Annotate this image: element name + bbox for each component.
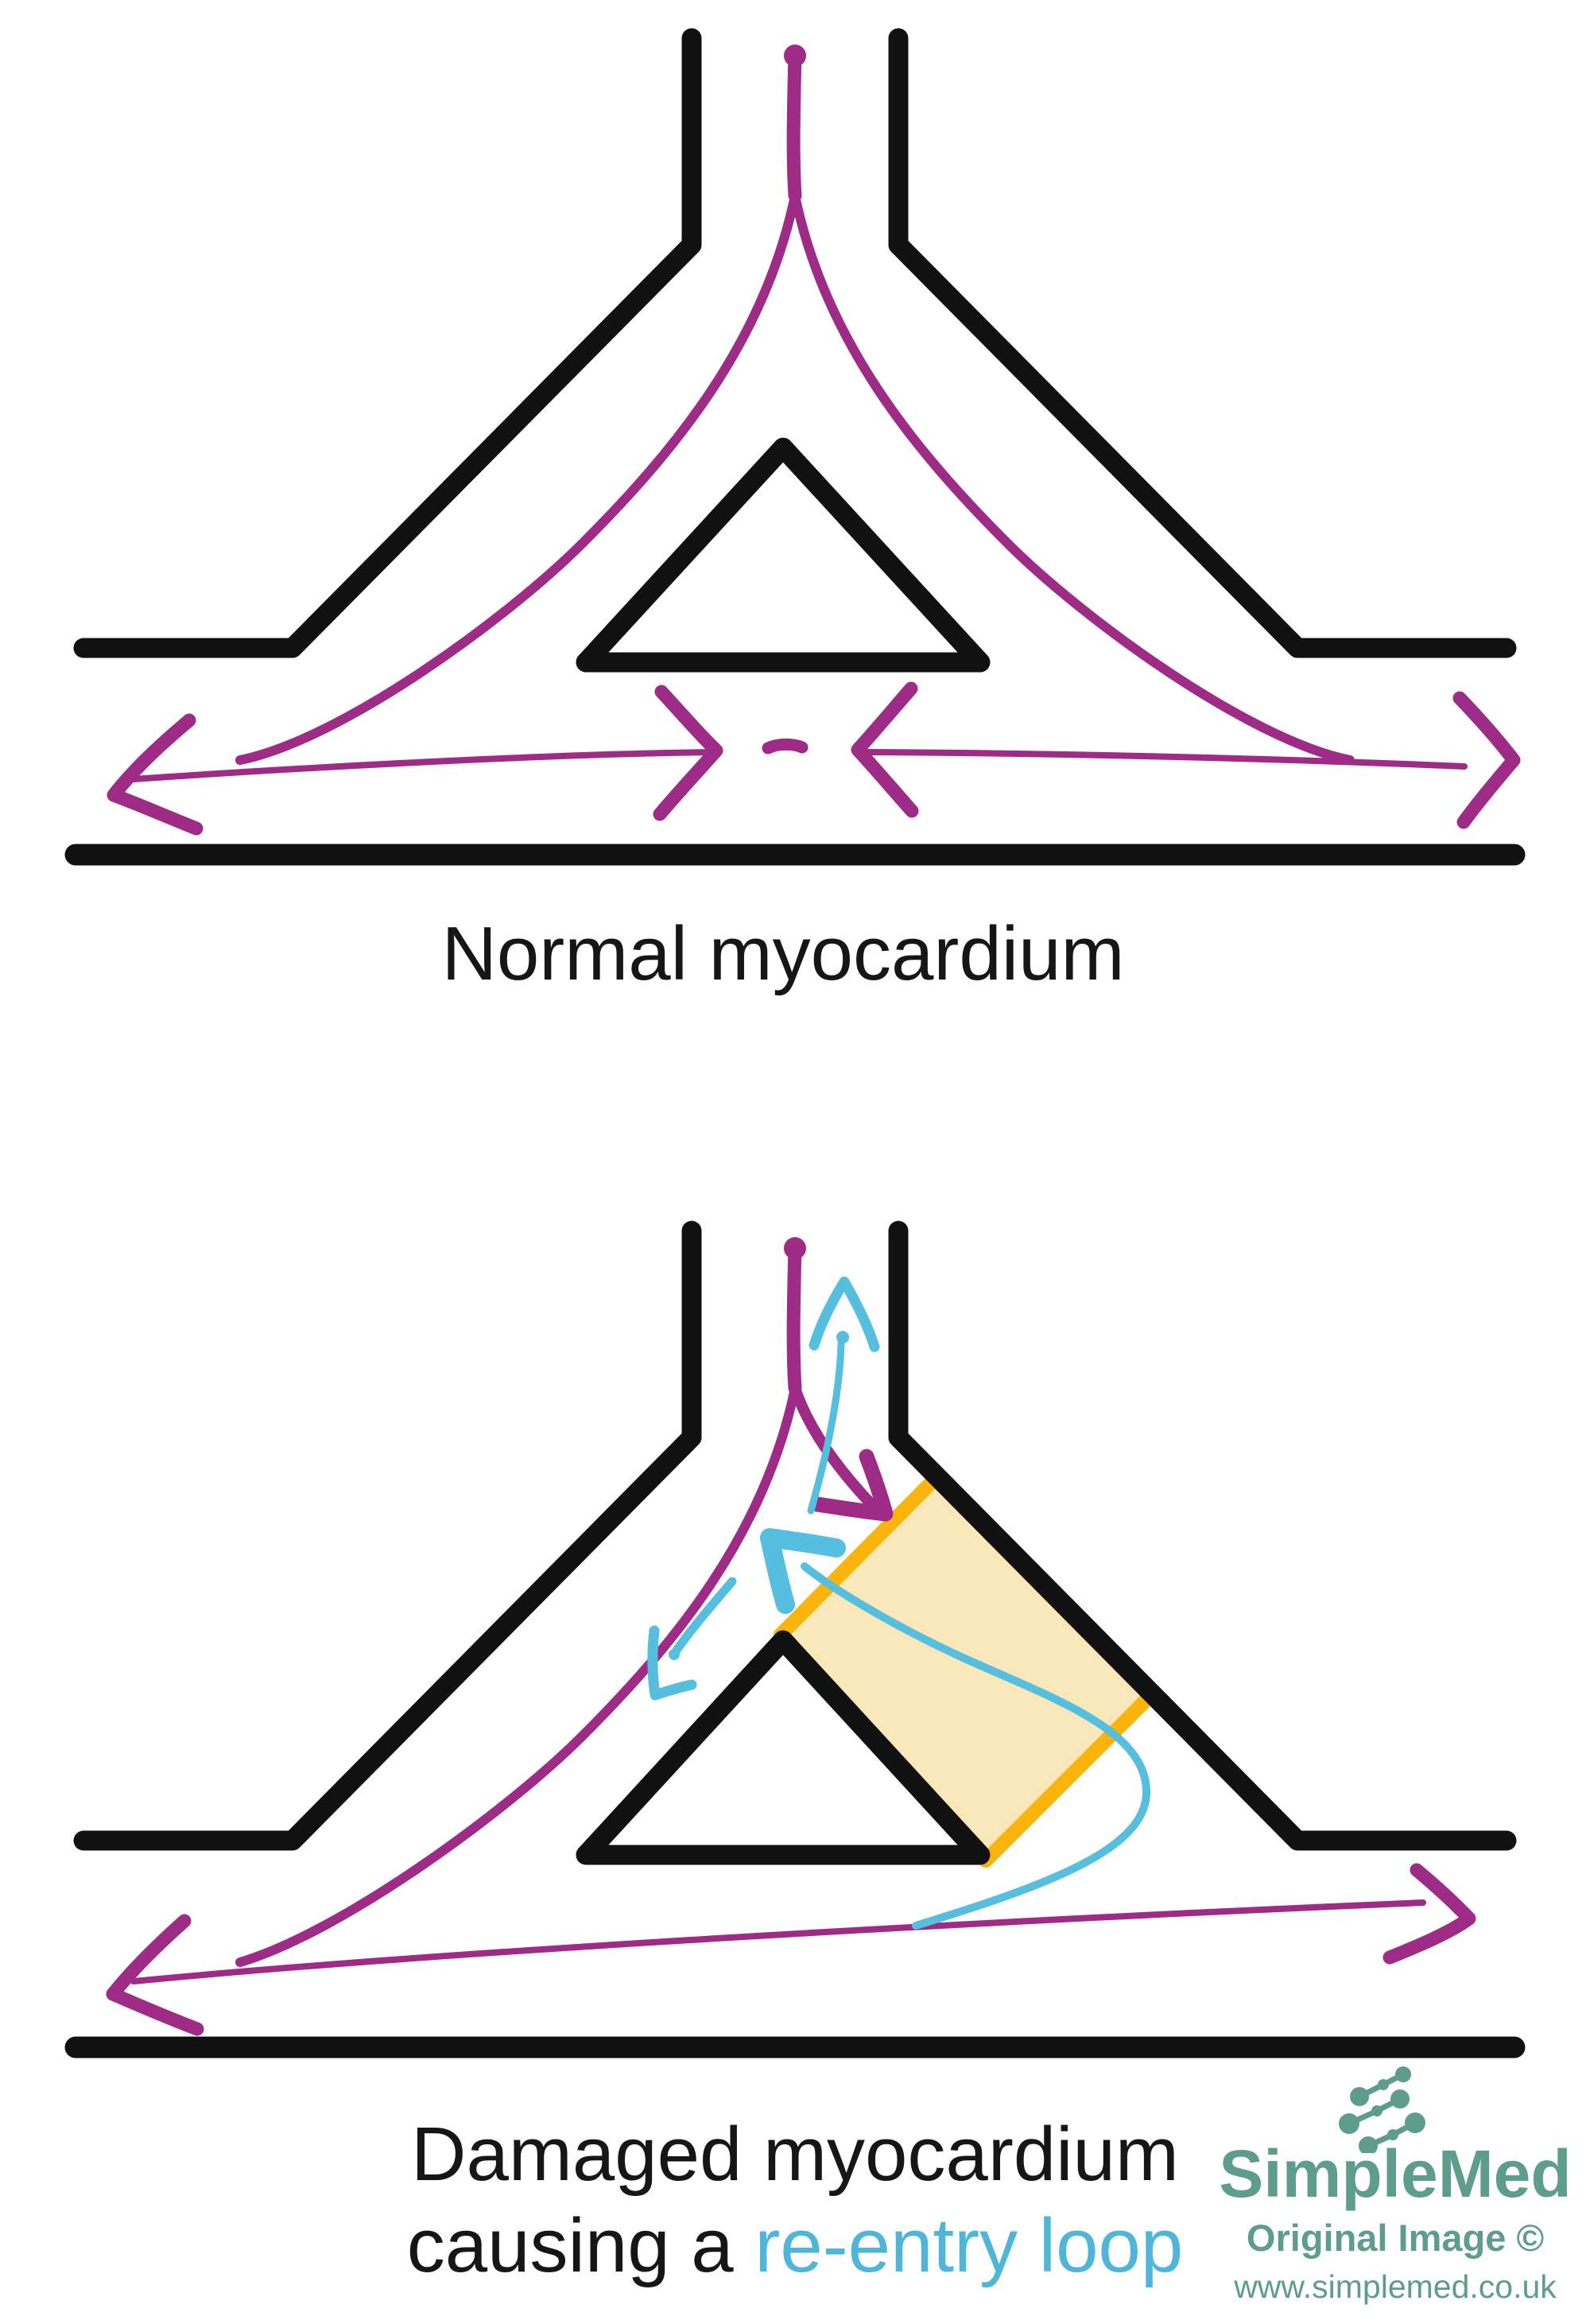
- left-direction-arrow: [107, 713, 204, 836]
- impulse-stem: [786, 1238, 802, 1395]
- impulse-stem: [786, 45, 802, 203]
- collision-dash: [762, 738, 809, 755]
- damaged-myocardium-diagram: [64, 1220, 1526, 2058]
- collision-arrow-right: [851, 681, 919, 818]
- bottom-path: [130, 1899, 1426, 1985]
- left-wall: [73, 28, 702, 658]
- left-branch-path: [235, 191, 800, 765]
- retrograde-up-dot: [836, 1331, 849, 1344]
- molecule-dots-icon: [1339, 2066, 1425, 2153]
- blocked-branch-arrowhead: [809, 1449, 894, 1522]
- collision-arrow-left: [653, 685, 723, 821]
- bottom-path-right: [859, 749, 1468, 770]
- damaged-region: [774, 1469, 1160, 1868]
- brand-url: www.simplemed.co.uk: [1234, 2268, 1557, 2305]
- left-direction-arrow: [106, 1914, 204, 2036]
- damaged-region-fill: [781, 1476, 1153, 1860]
- normal-caption: Normal myocardium: [441, 911, 1125, 996]
- re-entry-down-left-dot: [669, 1649, 680, 1660]
- damaged-caption-line1: Damaged myocardium: [411, 2112, 1179, 2197]
- left-branch-path: [235, 1383, 800, 1967]
- conduction-pathway: [106, 1237, 1476, 2036]
- myocardium-walls: [64, 28, 1526, 866]
- normal-myocardium-diagram: [64, 28, 1526, 866]
- damaged-caption-line2-highlight: re-entry loop: [754, 2203, 1184, 2288]
- right-wall: [888, 28, 1517, 658]
- damaged-caption: Damaged myocardium causing a re-entry lo…: [318, 2109, 1272, 2291]
- damaged-caption-line2: causing a re-entry loop: [318, 2200, 1272, 2291]
- myocardium-walls: [64, 1220, 1526, 2058]
- retrograde-up-shaft: [807, 1340, 845, 1515]
- right-branch-path: [790, 191, 1355, 765]
- bottom-path-left: [130, 749, 716, 782]
- block-line-upper: [774, 1469, 945, 1642]
- central-triangle: [576, 437, 991, 673]
- re-entry-loop: [647, 1276, 1151, 1930]
- central-triangle: [576, 1630, 991, 1865]
- brand-credit: Original Image ©: [1246, 2217, 1545, 2259]
- right-direction-arrow: [1452, 691, 1521, 829]
- conduction-pathway: [107, 45, 1521, 836]
- re-entry-s-curve: [801, 1562, 1151, 1930]
- right-direction-arrow: [1383, 1863, 1476, 1965]
- block-line-lower: [979, 1686, 1160, 1868]
- left-wall: [73, 1220, 702, 1851]
- re-entry-down-left-arrowhead: [647, 1625, 697, 1701]
- retrograde-up-arrowhead: [809, 1276, 880, 1352]
- damaged-caption-line2-prefix: causing a: [406, 2203, 755, 2288]
- re-entry-down-left-shaft: [671, 1577, 737, 1656]
- brand-name: SimpleMed: [1219, 2136, 1572, 2211]
- retrograde-exit-arrowhead: [760, 1528, 846, 1614]
- right-wall: [888, 1220, 1517, 1851]
